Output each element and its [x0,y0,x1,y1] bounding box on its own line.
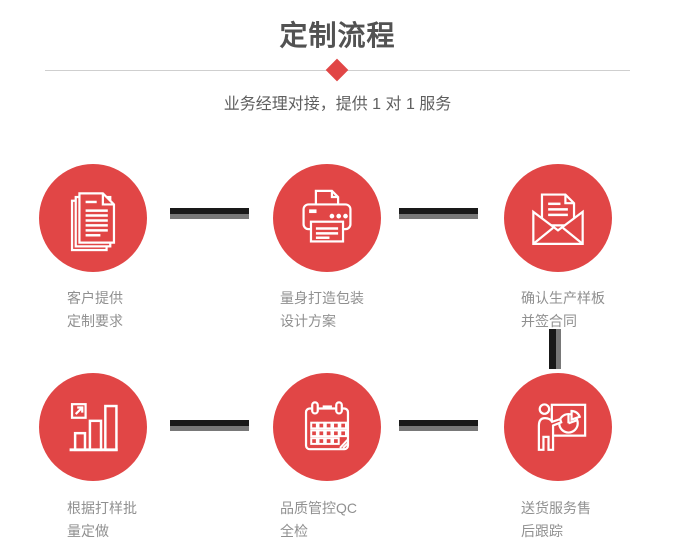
step-label-3-line2: 并签合同 [521,313,577,329]
step-circle-2 [273,164,381,272]
documents-icon [70,192,116,252]
step-label-6: 送货服务售 后跟踪 [521,497,591,543]
step-label-1: 客户提供 定制要求 [67,287,123,333]
step-label-4-line2: 量定做 [67,523,109,539]
connector-step4-step5 [170,420,249,431]
step-circle-4 [39,373,147,481]
connector-step3-step6 [549,329,561,369]
step-label-4-line1: 根据打样批 [67,500,137,516]
step-label-3-line1: 确认生产样板 [521,290,605,306]
step-label-6-line2: 后跟踪 [521,523,563,539]
presentation-icon [537,403,587,451]
bar-chart-icon [69,403,118,452]
calendar-icon [304,401,350,451]
step-label-5: 品质管控QC 全检 [280,497,357,543]
step-circle-3 [504,164,612,272]
step-label-5-line1: 品质管控QC [280,500,357,516]
step-label-2-line2: 设计方案 [280,313,336,329]
step-circle-1 [39,164,147,272]
step-label-4: 根据打样批 量定做 [67,497,137,543]
connector-step2-step3 [399,208,478,219]
section-subtitle: 业务经理对接，提供 1 对 1 服务 [223,96,452,113]
step-circle-5 [273,373,381,481]
section-title: 定制流程 [279,20,396,51]
printer-icon [302,189,352,243]
connector-step5-step6 [399,420,478,431]
step-label-3: 确认生产样板 并签合同 [521,287,605,333]
step-label-1-line1: 客户提供 [67,290,123,306]
step-label-6-line1: 送货服务售 [521,500,591,516]
diamond-marker [325,58,349,82]
step-label-2-line1: 量身打造包装 [280,290,364,306]
step-label-1-line2: 定制要求 [67,313,123,329]
step-label-5-line2: 全检 [280,523,308,539]
envelope-icon [532,193,584,246]
connector-step1-step2 [170,208,249,219]
step-label-2: 量身打造包装 设计方案 [280,287,364,333]
step-circle-6 [504,373,612,481]
